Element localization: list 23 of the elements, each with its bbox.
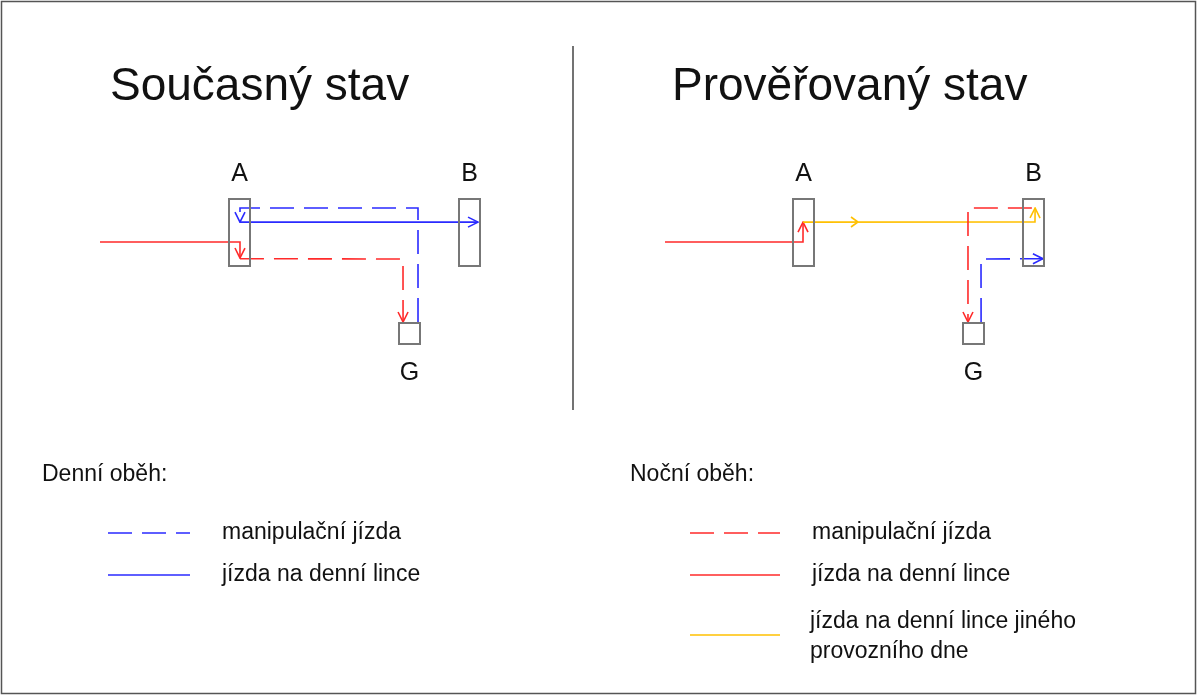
route-arrow <box>239 216 479 228</box>
station-label: A <box>795 158 812 186</box>
heading: Prověřovaný stav <box>672 58 1028 111</box>
route-arrow <box>980 252 1044 323</box>
route-arrow <box>802 207 1041 228</box>
route-arrow <box>234 207 419 323</box>
legend-text: manipulační jízda <box>222 517 401 546</box>
legend-heading: Noční oběh: <box>630 460 755 487</box>
station-label: B <box>1025 158 1042 186</box>
legend-heading: Denní oběh: <box>42 460 168 487</box>
route-arrow <box>962 207 1033 323</box>
legend-text: manipulační jízda <box>812 517 991 546</box>
station-label: A <box>231 158 248 186</box>
legend-text: jízda na denní lince jiného provozního dne <box>810 606 1077 665</box>
route-arrow <box>664 221 809 243</box>
station-label: B <box>461 158 478 186</box>
station-label: G <box>963 357 984 385</box>
route-arrow <box>99 241 246 259</box>
station-label: G <box>399 357 420 385</box>
legend-text: jízda na denní lince <box>222 559 421 588</box>
heading: Současný stav <box>110 58 410 111</box>
legend-text: jízda na denní lince <box>812 559 1011 588</box>
route-arrow <box>239 257 409 323</box>
